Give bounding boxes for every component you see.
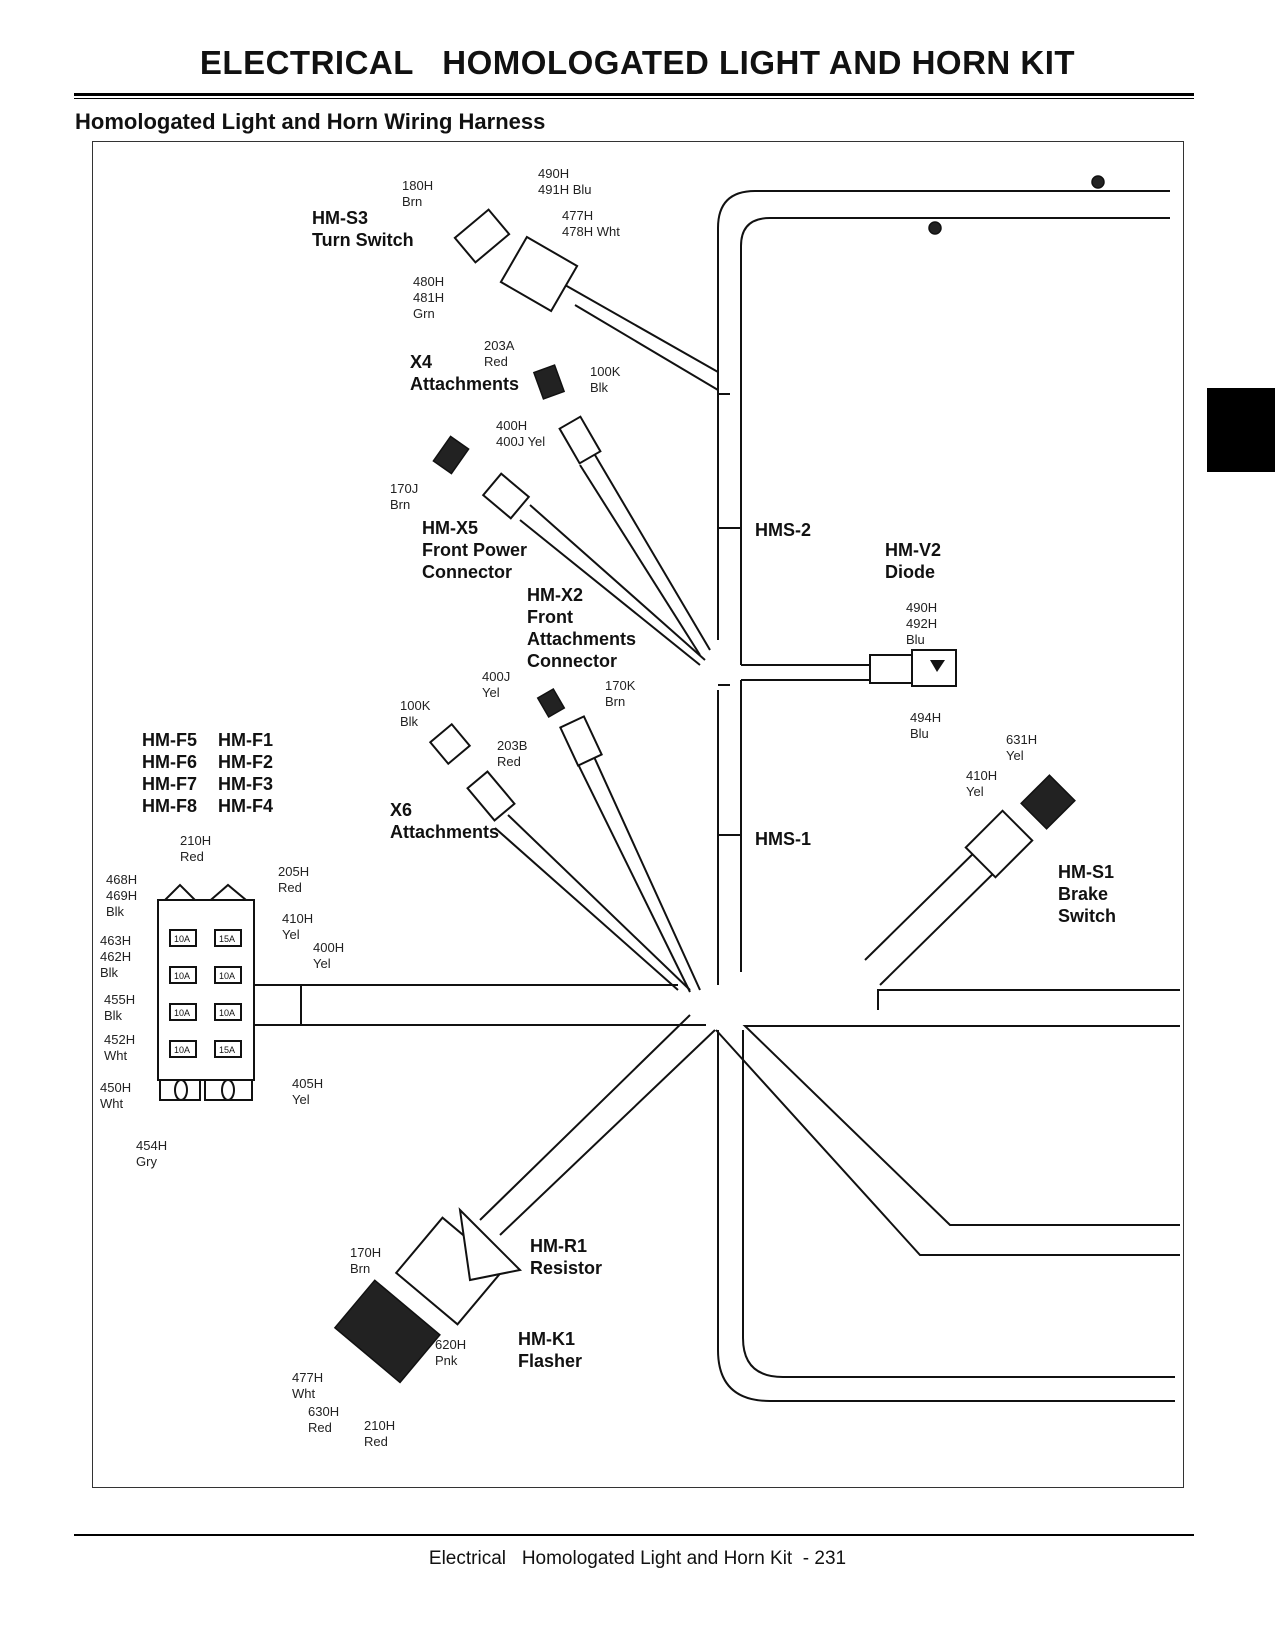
label-hms2: HMS-2	[755, 520, 811, 540]
fuse-left-2	[169, 966, 197, 984]
fuse-rating-right-4: 15A	[219, 1045, 235, 1055]
fuse-rating-left-2: 10A	[174, 971, 190, 981]
diagram-frame	[92, 141, 1184, 1488]
fuse-block: 10A 10A 10A 10A 15A 10A 10A 15A	[157, 883, 302, 1101]
title-rule-thick	[74, 93, 1194, 96]
fuse-left-1	[169, 929, 197, 947]
fuse-rating-right-1: 15A	[219, 934, 235, 944]
brake-switch-branch	[864, 774, 1076, 986]
fuse-rating-left-3: 10A	[174, 1008, 190, 1018]
page-title: ELECTRICAL HOMOLOGATED LIGHT AND HORN KI…	[199, 44, 1076, 81]
fuse-right-3	[214, 1003, 242, 1021]
front-power-branch	[432, 364, 711, 666]
fuse-rating-left-4: 10A	[174, 1045, 190, 1055]
section-tab-marker	[1207, 388, 1275, 472]
fuse-rating-right-2: 10A	[219, 971, 235, 981]
diode-part	[869, 649, 957, 687]
page-footer: Electrical Homologated Light and Horn Ki…	[428, 1548, 847, 1569]
turn-switch-branch	[453, 175, 1105, 391]
section-heading: Homologated Light and Horn Wiring Harnes…	[75, 109, 546, 134]
fuse-rating-left-1: 10A	[174, 934, 190, 944]
harness-trunk	[300, 190, 1180, 1402]
fuse-left-4	[169, 1040, 197, 1058]
fuse-right-2	[214, 966, 242, 984]
lower-branches	[428, 687, 701, 993]
label-hms1: HMS-1	[755, 829, 811, 849]
fuse-right-4	[214, 1040, 242, 1058]
resistor-branch	[333, 1014, 716, 1384]
footer-rule	[74, 1534, 1194, 1536]
fuse-rating-right-3: 10A	[219, 1008, 235, 1018]
title-rule-thin	[74, 98, 1194, 99]
fuse-right-1	[214, 929, 242, 947]
fuse-left-3	[169, 1003, 197, 1021]
